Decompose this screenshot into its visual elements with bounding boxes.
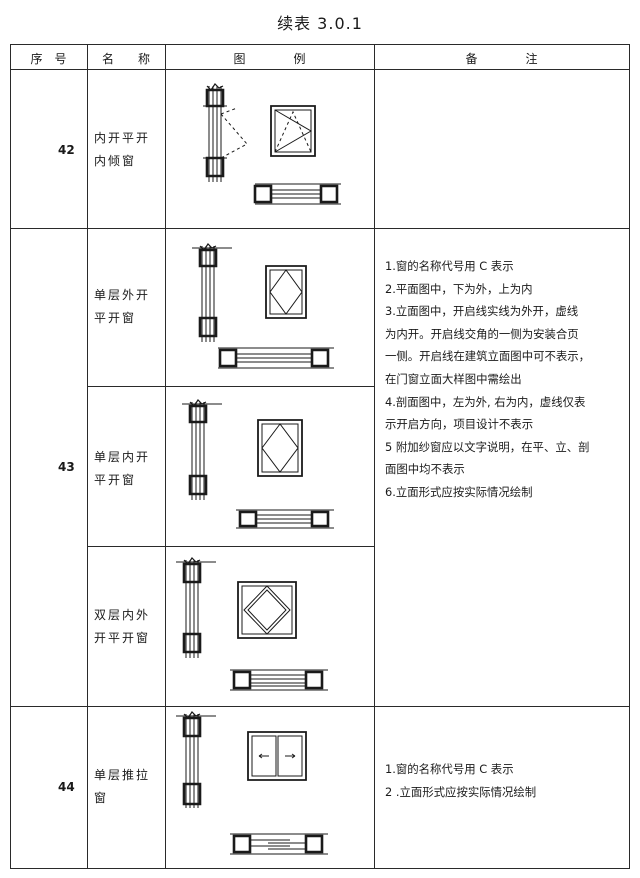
section-view [203,84,247,182]
elevation-view [238,582,296,638]
col-divider-name [165,44,166,869]
note-line: 3.立面图中，开启线实线为外开，虚线 [385,304,579,319]
header-seq: 序 号 [30,52,67,66]
note-line: 面图中均不表示 [385,462,465,477]
plan-view [230,834,328,854]
row-divider-43-44 [10,706,630,707]
note-line: 在门窗立面大样图中需绘出 [385,371,522,386]
drawing-inward-casement-tilt-window [195,84,345,214]
table-border-bottom [10,868,630,869]
header-divider [10,69,630,70]
note-line: 为内开。开启线交角的一侧为安装合页 [385,326,579,341]
header-legend: 图 例 [233,52,306,66]
drawing-outward-casement-window [188,244,338,374]
table-border-top [10,44,630,45]
plan-view [255,184,341,204]
elevation-view [271,106,315,156]
row-43-item-1-name: 单层外开 平开窗 [94,288,151,325]
page-title: 续表 3.0.1 [277,14,363,33]
elevation-view [248,732,306,780]
note-line: 示开启方向，项目设计不表示 [385,417,534,432]
table-border-left [10,44,11,869]
note-line: 一侧。开启线在建筑立面图中可不表示， [385,349,591,364]
notes-group-43: 1.窗的名称代号用 C 表示 2.平面图中，下为外，上为内 3.立面图中，开启线… [385,255,621,504]
row-43-item-3-name: 双层内外 开平开窗 [94,608,151,645]
row-44-name: 单层推拉 窗 [94,768,151,805]
row-43-seq: 43 [58,460,75,474]
note-line: 2 .立面形式应按实际情况绘制 [385,784,537,799]
header-note: 备 注 [465,52,538,66]
section-view [182,400,222,500]
row-43-item-2-name: 单层内开 平开窗 [94,450,151,487]
plan-view [230,670,328,690]
col-divider-legend [374,44,375,869]
note-line: 6.立面形式应按实际情况绘制 [385,484,533,499]
header-name: 名 称 [101,52,150,66]
table-border-right [629,44,630,869]
elevation-view [258,420,302,476]
section-view [176,712,216,808]
notes-group-44: 1.窗的名称代号用 C 表示 2 .立面形式应按实际情况绘制 [385,758,621,803]
note-line: 1.窗的名称代号用 C 表示 [385,762,514,776]
note-line: 4.剖面图中，左为外, 右为内，虚线仅表 [385,394,586,409]
note-line: 2.平面图中，下为外，上为内 [385,281,533,296]
plan-view [236,510,334,528]
drawing-double-casement-window [172,558,332,694]
row-42-seq: 42 [58,143,75,157]
row-42-name: 内开平开 内倾窗 [94,131,151,168]
row-44-seq: 44 [58,780,75,794]
section-view [192,244,232,342]
note-line: 1.窗的名称代号用 C 表示 [385,259,514,273]
note-line: 5 附加纱窗应以文字说明，在平、立、剖 [385,439,590,454]
drawing-inward-casement-window [178,400,338,532]
elevation-view [266,266,306,318]
plan-view [218,348,334,368]
drawing-sliding-window [172,712,332,860]
row-divider-42-43 [10,228,630,229]
section-view [176,558,216,658]
subrow-divider-1 [87,386,374,387]
subrow-divider-2 [87,546,374,547]
col-divider-seq [87,44,88,869]
